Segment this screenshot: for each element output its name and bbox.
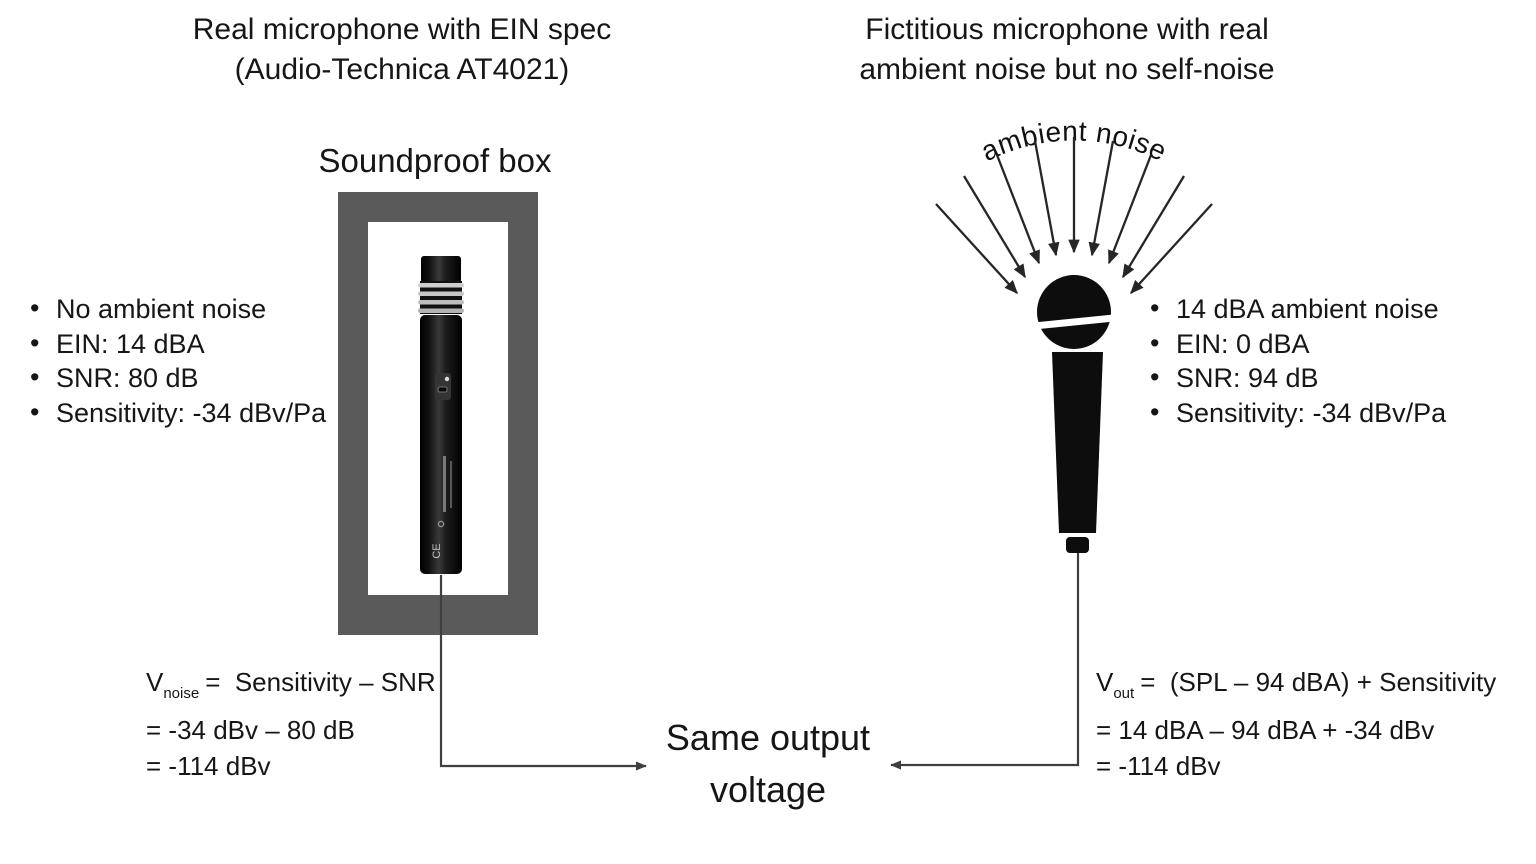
pencil-mic-image: CE bbox=[418, 256, 464, 574]
ambient-arrow bbox=[963, 175, 1026, 279]
formula-subscript: noise bbox=[163, 685, 200, 702]
ambient-arrow bbox=[995, 154, 1041, 265]
grille-ring bbox=[418, 283, 464, 288]
ambient-arrow bbox=[1122, 175, 1185, 279]
formula-variable: V bbox=[1096, 667, 1114, 697]
switch-dot bbox=[444, 376, 450, 382]
right-spec-item: Sensitivity: -34 dBv/Pa bbox=[1150, 395, 1446, 431]
right-connector-arrow bbox=[890, 553, 1080, 770]
formula-line: = -114 dBv bbox=[1096, 751, 1221, 781]
left-spec-item: No ambient noise bbox=[30, 291, 326, 327]
left-spec-item: SNR: 80 dB bbox=[30, 360, 326, 396]
left-connector-arrow bbox=[439, 575, 647, 771]
mic-connector bbox=[1066, 537, 1089, 553]
mic-body bbox=[1052, 352, 1103, 533]
mic-head-ball bbox=[1037, 275, 1111, 349]
right-spec-item: 14 dBA ambient noise bbox=[1150, 291, 1446, 327]
right-spec-item: EIN: 0 dBA bbox=[1150, 326, 1446, 362]
formula-expression: = Sensitivity – SNR bbox=[205, 667, 436, 697]
formula-line: = 14 dBA – 94 dBA + -34 dBv bbox=[1096, 715, 1435, 745]
formula-line: = -34 dBv – 80 dB bbox=[146, 715, 355, 745]
left-spec-item: EIN: 14 dBA bbox=[30, 326, 326, 362]
formula-expression: = (SPL – 94 dBA) + Sensitivity bbox=[1140, 667, 1497, 697]
right-spec-list: 14 dBA ambient noise EIN: 0 dBA SNR: 94 … bbox=[1150, 291, 1446, 431]
ambient-arrow bbox=[935, 203, 1018, 295]
ambient-arrow bbox=[1088, 140, 1115, 257]
right-title: Fictitious microphone with real ambient … bbox=[859, 13, 1275, 86]
grille-ring bbox=[418, 291, 464, 296]
left-spec-list: No ambient noise EIN: 14 dBA SNR: 80 dB … bbox=[30, 291, 326, 431]
ce-mark: CE bbox=[431, 543, 443, 558]
formula-subscript: out bbox=[1113, 685, 1135, 702]
handheld-mic-icon bbox=[1033, 275, 1115, 553]
formula-variable: V bbox=[146, 667, 164, 697]
mic-vent-dot bbox=[437, 520, 445, 528]
brand-text-mark bbox=[443, 456, 446, 512]
mic-head-stripe bbox=[1033, 314, 1115, 330]
ambient-arrow bbox=[1107, 154, 1153, 265]
grille-ring bbox=[418, 308, 464, 313]
right-formula: Vout = (SPL – 94 dBA) + Sensitivity = 14 … bbox=[1096, 664, 1496, 784]
pencil-mic-switch bbox=[435, 373, 451, 400]
ambient-arrow bbox=[1033, 140, 1060, 257]
pencil-mic-body bbox=[420, 315, 462, 574]
formula-line: Vout = (SPL – 94 dBA) + Sensitivity bbox=[1096, 664, 1496, 712]
ambient-arrow bbox=[1130, 203, 1213, 295]
soundproof-box-label: Soundproof box bbox=[318, 142, 552, 179]
grille-ring bbox=[418, 300, 464, 305]
formula-line: = -114 dBv bbox=[146, 751, 271, 781]
same-output-voltage-label: Same output voltage bbox=[665, 717, 871, 810]
left-title: Real microphone with EIN spec (Audio-Tec… bbox=[192, 13, 612, 86]
right-spec-item: SNR: 94 dB bbox=[1150, 360, 1446, 396]
formula-line: Vnoise = Sensitivity – SNR bbox=[146, 664, 436, 712]
left-spec-item: Sensitivity: -34 dBv/Pa bbox=[30, 395, 326, 431]
left-formula: Vnoise = Sensitivity – SNR = -34 dBv – 80… bbox=[146, 664, 436, 784]
switch-slider bbox=[437, 386, 448, 393]
brand-text-mark bbox=[450, 461, 452, 508]
pencil-mic-top-cap bbox=[421, 256, 461, 283]
ambient-noise-arrows bbox=[935, 137, 1213, 295]
